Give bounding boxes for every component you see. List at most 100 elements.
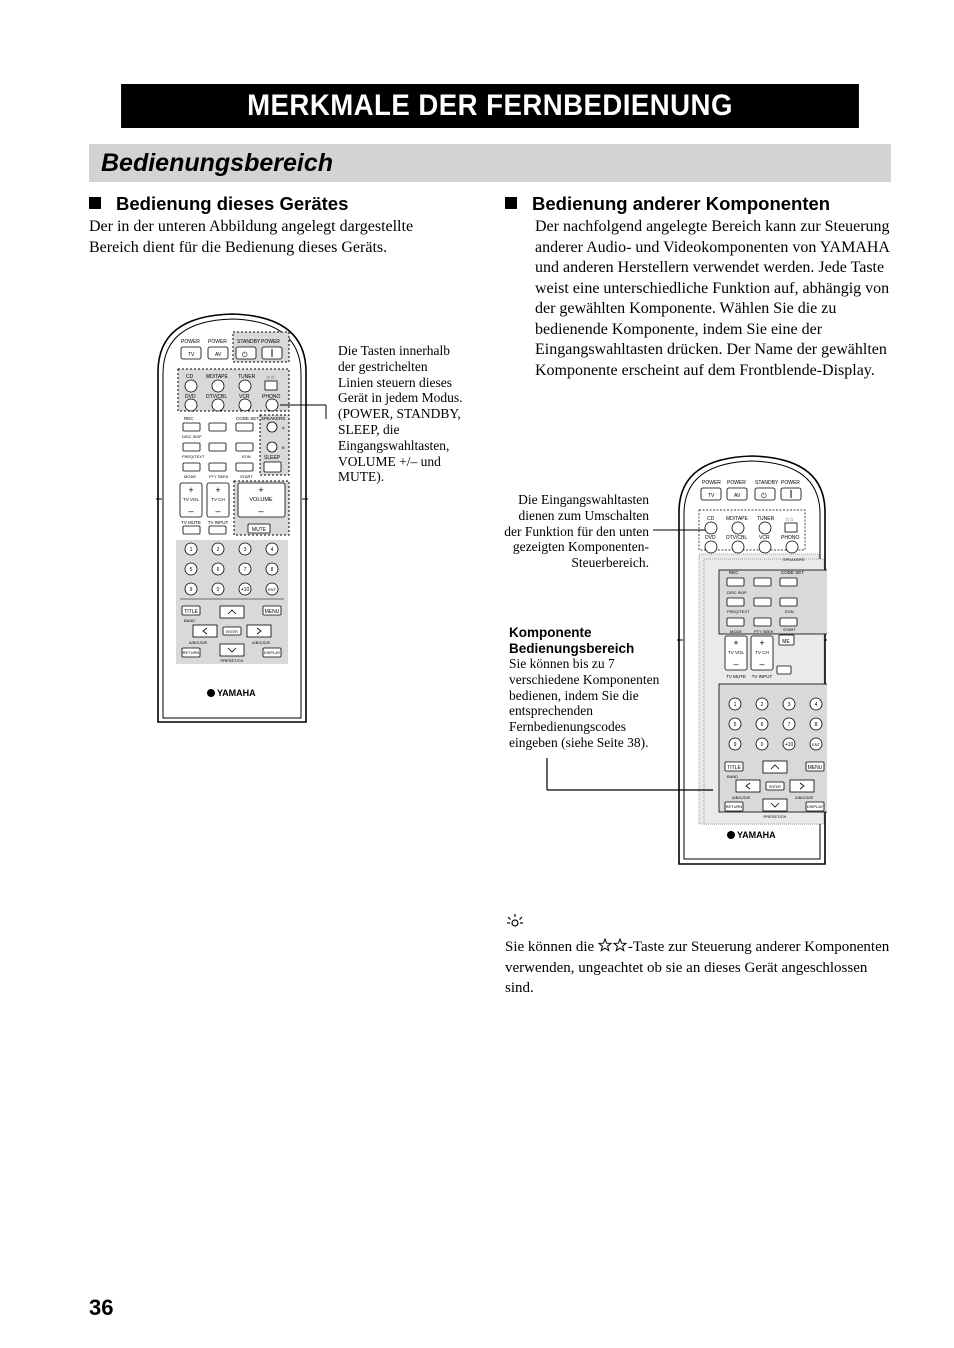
svg-text:DVD: DVD [705, 535, 716, 541]
svg-text:+10: +10 [241, 587, 250, 593]
svg-text:A/B/C/D/E: A/B/C/D/E [189, 640, 208, 645]
svg-text:POWER: POWER [727, 480, 746, 486]
svg-text:9: 9 [734, 742, 737, 748]
svg-text:PTY SEEK: PTY SEEK [754, 629, 774, 634]
svg-text:TUNER: TUNER [757, 516, 775, 522]
svg-text:0: 0 [761, 742, 764, 748]
svg-text:+: + [759, 638, 764, 648]
svg-text:TITLE: TITLE [184, 609, 198, 615]
component-area-body: Sie können bis zu 7 verschiedene Kompone… [509, 656, 660, 750]
callout-input-selectors: Die Eingangswahltasten dienen zum Umscha… [504, 492, 649, 571]
svg-text:3: 3 [788, 702, 791, 708]
svg-text:VCR: VCR [239, 394, 250, 400]
mute-button[interactable] [247, 523, 271, 534]
svg-text:CD: CD [707, 516, 715, 522]
bullet-square-icon [89, 197, 101, 209]
svg-text:TV INPUT: TV INPUT [208, 520, 229, 525]
svg-text:REC: REC [729, 570, 739, 575]
svg-text:8: 8 [271, 567, 274, 573]
svg-text:MD/TAPE: MD/TAPE [726, 516, 749, 522]
svg-text:BAND: BAND [184, 618, 195, 623]
mdtape-input-button[interactable] [211, 379, 225, 393]
bullet-square-icon [505, 197, 517, 209]
svg-text:TV: TV [188, 352, 195, 358]
svg-text:START: START [783, 627, 796, 632]
callout-connector-left [280, 404, 327, 419]
svg-text:MODE: MODE [184, 474, 196, 479]
svg-text:4: 4 [815, 702, 818, 708]
tip-text: Sie können die -Taste zur Steuerung ande… [505, 937, 890, 996]
svg-text:1: 1 [734, 702, 737, 708]
svg-text:MUTE: MUTE [252, 527, 267, 533]
svg-text:ME: ME [782, 639, 790, 645]
callout-connectors-right [546, 529, 713, 791]
svg-text:PRESET/CH: PRESET/CH [221, 658, 244, 663]
left-body-text: Der in der unteren Abbildung angelegt da… [89, 218, 414, 256]
svg-text:AV: AV [734, 493, 741, 499]
svg-text:–: – [215, 506, 220, 516]
svg-text:DISPLAY: DISPLAY [264, 650, 281, 655]
svg-text:A: A [282, 425, 285, 430]
standby-button[interactable] [235, 346, 257, 360]
heading-other-components: Bedienung anderer Komponenten [505, 193, 830, 215]
svg-text:PTY SEEK: PTY SEEK [209, 474, 229, 479]
stars-input-button[interactable] [264, 380, 278, 391]
svg-text:TV VOL: TV VOL [728, 650, 745, 655]
svg-text:BAND: BAND [727, 774, 738, 779]
brand-logo: YAMAHA [217, 688, 256, 698]
svg-text:+: + [258, 485, 263, 495]
svg-text:TV CH: TV CH [755, 650, 769, 655]
svg-text:5: 5 [190, 567, 193, 573]
svg-text:–: – [188, 506, 193, 516]
tv-power-button[interactable] [180, 346, 202, 360]
svg-text:4: 4 [271, 547, 274, 553]
svg-text:EON: EON [785, 609, 794, 614]
svg-text:A/B/C/D/E: A/B/C/D/E [732, 795, 751, 800]
svg-text:0: 0 [217, 587, 220, 593]
tv-volume-rocker[interactable] [179, 482, 203, 518]
stars-key-icon [597, 937, 628, 952]
svg-text:1: 1 [190, 547, 193, 553]
svg-text:DISC SKIP: DISC SKIP [182, 434, 202, 439]
svg-text:–: – [759, 659, 764, 669]
callout-dashed-area: Die Tasten innerhalb der gestrichelten L… [338, 343, 463, 485]
tv-channel-rocker[interactable] [206, 482, 230, 518]
page-title: MERKMALE DER FERNBEDIENUNG [121, 84, 859, 128]
svg-text:A/B/C/D/E: A/B/C/D/E [252, 640, 271, 645]
svg-text:9: 9 [190, 587, 193, 593]
dtvcbl-input-button[interactable] [211, 398, 225, 412]
svg-text:DISC SKIP: DISC SKIP [727, 590, 747, 595]
svg-text:⏻: ⏻ [242, 351, 248, 359]
dvd-input-button[interactable] [184, 398, 198, 412]
svg-text:SLEEP: SLEEP [264, 455, 281, 461]
phono-input-button[interactable] [265, 398, 279, 412]
svg-text:RETURN: RETURN [183, 650, 200, 655]
svg-text:FREQ/TEXT: FREQ/TEXT [182, 454, 205, 459]
svg-text:TV CH: TV CH [211, 497, 225, 502]
svg-text:+10: +10 [785, 742, 794, 748]
cd-input-button[interactable] [184, 379, 198, 393]
svg-text:DTV/CBL: DTV/CBL [206, 394, 227, 400]
yamaha-logo-icon [207, 689, 215, 697]
svg-text:CODE SET: CODE SET [781, 570, 804, 575]
av-power-button[interactable] [207, 346, 229, 360]
svg-text:A/B/C/D/E: A/B/C/D/E [795, 795, 814, 800]
svg-text:MENU: MENU [265, 609, 280, 615]
navigation-pad[interactable] [192, 605, 272, 657]
svg-text:TV VOL: TV VOL [183, 497, 200, 502]
sleep-button[interactable] [263, 461, 282, 473]
svg-text:ENT: ENT [268, 587, 277, 592]
tuner-input-button[interactable] [238, 379, 252, 393]
svg-text:SPEAKERS: SPEAKERS [261, 416, 285, 421]
label-power-main: POWER [261, 339, 280, 345]
svg-text:5: 5 [734, 722, 737, 728]
svg-text:MD/TAPE: MD/TAPE [206, 374, 229, 380]
remote-illustration-right: POWER POWER STANDBY POWER TV AV ⏻ CD MD/… [677, 455, 827, 865]
svg-text:DVD: DVD [185, 394, 196, 400]
volume-rocker[interactable] [237, 482, 286, 518]
label-power-tv: POWER [181, 339, 200, 345]
svg-text:ENT: ENT [812, 742, 821, 747]
label-standby: STANDBY [237, 339, 261, 345]
vcr-input-button[interactable] [238, 398, 252, 412]
svg-text:DTV/CBL: DTV/CBL [726, 535, 747, 541]
